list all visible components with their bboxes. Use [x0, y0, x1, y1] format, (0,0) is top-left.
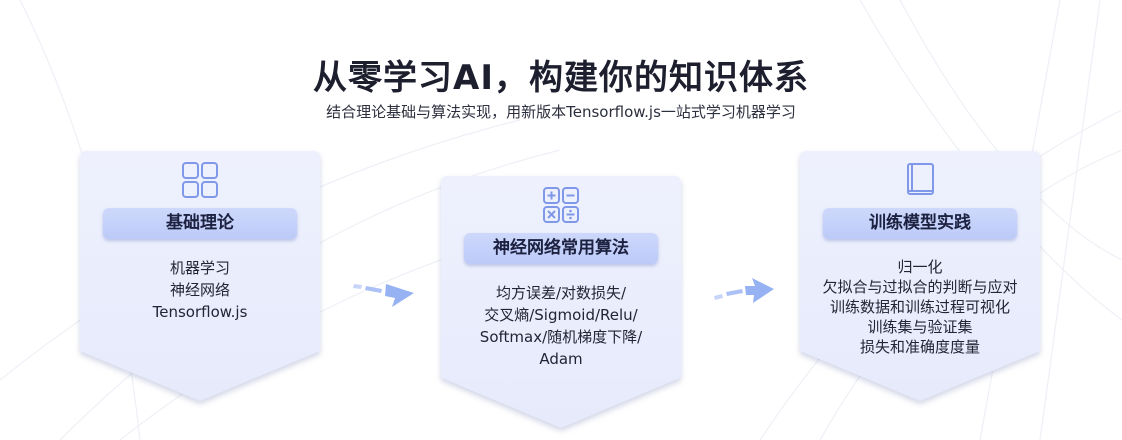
card-background: [441, 176, 681, 428]
card-background: [800, 151, 1040, 401]
card-line: Tensorflow.js: [152, 303, 248, 321]
book-icon: [907, 163, 934, 195]
arrow-right-icon: [353, 284, 414, 307]
card-background: [80, 151, 320, 401]
card-lines: 机器学习 神经网络 Tensorflow.js: [80, 257, 320, 323]
card-line: Adam: [539, 350, 583, 368]
card-line: 训练集与验证集: [867, 318, 973, 336]
page-title: 从零学习AI，构建你的知识体系: [313, 58, 809, 98]
card-training-practice: 训练模型实践 归一化 欠拟合与过拟合的判断与应对 训练数据和训练过程可视化 训练…: [800, 151, 1040, 401]
page-subtitle: 结合理论基础与算法实现，用新版本Tensorflow.js一站式学习机器学习: [326, 103, 796, 121]
calculator-icon: [543, 187, 579, 223]
card-heading: 训练模型实践: [823, 208, 1017, 239]
card-line: 损失和准确度度量: [859, 338, 980, 356]
card-heading: 基础理论: [103, 208, 297, 239]
card-line: 神经网络: [169, 281, 230, 299]
card-line: 机器学习: [169, 259, 230, 277]
card-line: 归一化: [897, 258, 943, 276]
card-line: Softmax/随机梯度下降/: [479, 328, 643, 346]
card-line: 交叉熵/Sigmoid/Relu/: [484, 306, 638, 324]
card-basic-theory: 基础理论 机器学习 神经网络 Tensorflow.js: [80, 151, 320, 401]
card-line: 训练数据和训练过程可视化: [829, 298, 1010, 316]
card-lines: 归一化 欠拟合与过拟合的判断与应对 训练数据和训练过程可视化 训练集与验证集 损…: [800, 257, 1040, 357]
card-lines: 均方误差/对数损失/ 交叉熵/Sigmoid/Relu/ Softmax/随机梯…: [441, 282, 681, 370]
card-nn-algorithms: 神经网络常用算法 均方误差/对数损失/ 交叉熵/Sigmoid/Relu/ So…: [441, 176, 681, 428]
card-line: 欠拟合与过拟合的判断与应对: [822, 278, 1018, 296]
grid-icon: [182, 162, 218, 198]
arrow-right-icon: [714, 278, 774, 303]
card-line: 均方误差/对数损失/: [495, 284, 627, 302]
card-heading: 神经网络常用算法: [464, 233, 658, 264]
